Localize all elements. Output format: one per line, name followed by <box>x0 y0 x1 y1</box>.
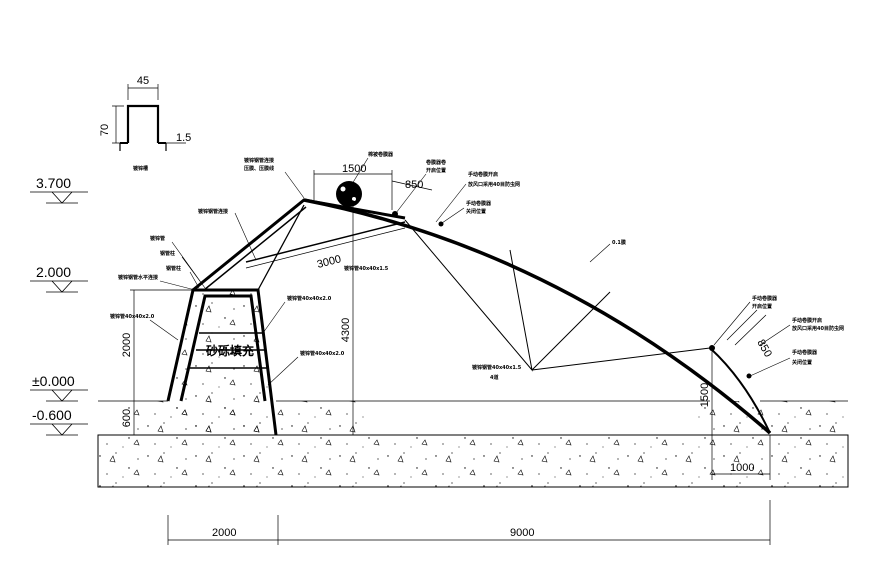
sand-fill-label: 砂砾填充 <box>205 343 254 358</box>
level-neg600-label: -0.600 <box>32 407 72 423</box>
annotations: 镀锌钢管连接 压膜、压膜线 棉被卷膜器 卷膜器卷 开启位置 手动卷膜开启 放风口… <box>110 151 844 386</box>
left-tube-label-2: 钢管柱 <box>160 250 175 257</box>
profile-caption: 镀锌槽 <box>133 165 148 172</box>
profile-width-label: 45 <box>137 75 149 87</box>
profile-thickness-label: 1.5 <box>176 132 191 144</box>
right-vent-label-2: 开启位置 <box>752 303 772 310</box>
level-2000-label: 2.000 <box>36 264 71 280</box>
level-markers: 3.700 2.000 ±0.000 -0.600 <box>30 175 88 436</box>
right-motor-label-1: 手动卷膜器 <box>792 349 818 356</box>
ridge-label-1: 镀锌钢管连接 <box>244 157 274 164</box>
dim-2000-wall: 2000 <box>121 333 133 357</box>
dim-3000: 3000 <box>316 253 343 271</box>
top-vent-label-2: 放风口采用40目防虫网 <box>467 181 520 188</box>
right-vent-label-4: 放风口采用40目防虫网 <box>791 325 844 332</box>
right-motor-label-2: 关闭位置 <box>792 359 812 366</box>
top-vent-label-1: 手动卷膜开启 <box>468 171 498 178</box>
left-tube-label-4: 镀锌钢管水平连接 <box>118 274 158 281</box>
left-tube-label-1: 镀锌管 <box>150 235 165 242</box>
rafter-left-label: 镀锌钢管连接 <box>198 208 228 215</box>
dim-850-top: 850 <box>405 179 423 191</box>
upper-chord-label: 镀锌管40x40x1.5 <box>344 265 389 272</box>
dim-850-right: 850 <box>754 338 774 360</box>
ridge-label-2: 压膜、压膜线 <box>244 165 274 172</box>
dimension-lines: 1500 850 3000 4300 2000 600 850 1500 100… <box>121 163 774 545</box>
dim-1500-right: 1500 <box>699 383 711 407</box>
right-vent-label-1: 手动卷膜器 <box>752 295 778 302</box>
channel-profile-detail: 45 70 1.5 镀锌槽 <box>99 75 191 172</box>
dim-1000: 1000 <box>730 462 754 474</box>
top-rollbar-label-2: 开启位置 <box>426 167 446 174</box>
top-rollbar-label-1: 卷膜器卷 <box>425 159 447 166</box>
profile-height-label: 70 <box>99 124 111 136</box>
wall-tube-label-1: 镀锌管40x40x2.0 <box>287 295 332 302</box>
roof-structure <box>192 181 772 435</box>
wall-tube-label-2: 镀锌管40x40x2.0 <box>300 350 345 357</box>
level-0-label: ±0.000 <box>32 373 75 389</box>
dim-600: 600 <box>121 409 133 427</box>
left-tube-label-3: 钢管柱 <box>166 265 181 272</box>
web-members-label-1: 镀锌钢管40x40x1.5 <box>472 364 522 371</box>
dim-1500-top: 1500 <box>342 163 366 175</box>
left-tube-label-5: 镀锌管40x40x2.0 <box>110 313 155 320</box>
top-motor-label-2: 关闭位置 <box>466 208 486 215</box>
film-label: 0.1膜 <box>612 239 626 246</box>
dim-4300: 4300 <box>340 318 352 342</box>
top-motor-label-1: 手动卷膜器 <box>466 200 492 207</box>
dim-2000-bottom: 2000 <box>212 527 236 539</box>
back-wall: 砂砾填充 <box>166 288 278 436</box>
ball-label: 棉被卷膜器 <box>368 151 394 158</box>
dim-9000: 9000 <box>510 527 534 539</box>
right-vent-label-3: 手动卷膜开启 <box>792 317 822 324</box>
web-members-label-2: 4道 <box>490 374 498 381</box>
level-3700-label: 3.700 <box>36 175 71 191</box>
